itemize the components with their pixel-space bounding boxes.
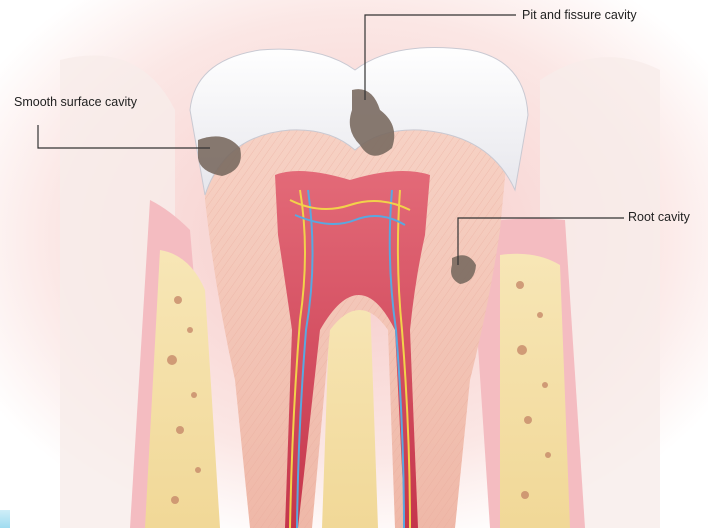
smooth-surface-cavity-label: Smooth surface cavity xyxy=(14,95,144,109)
corner-decoration xyxy=(0,510,10,528)
pit-fissure-cavity-label: Pit and fissure cavity xyxy=(522,8,637,22)
right-bone xyxy=(500,254,570,528)
root-cavity-label: Root cavity xyxy=(628,210,690,224)
